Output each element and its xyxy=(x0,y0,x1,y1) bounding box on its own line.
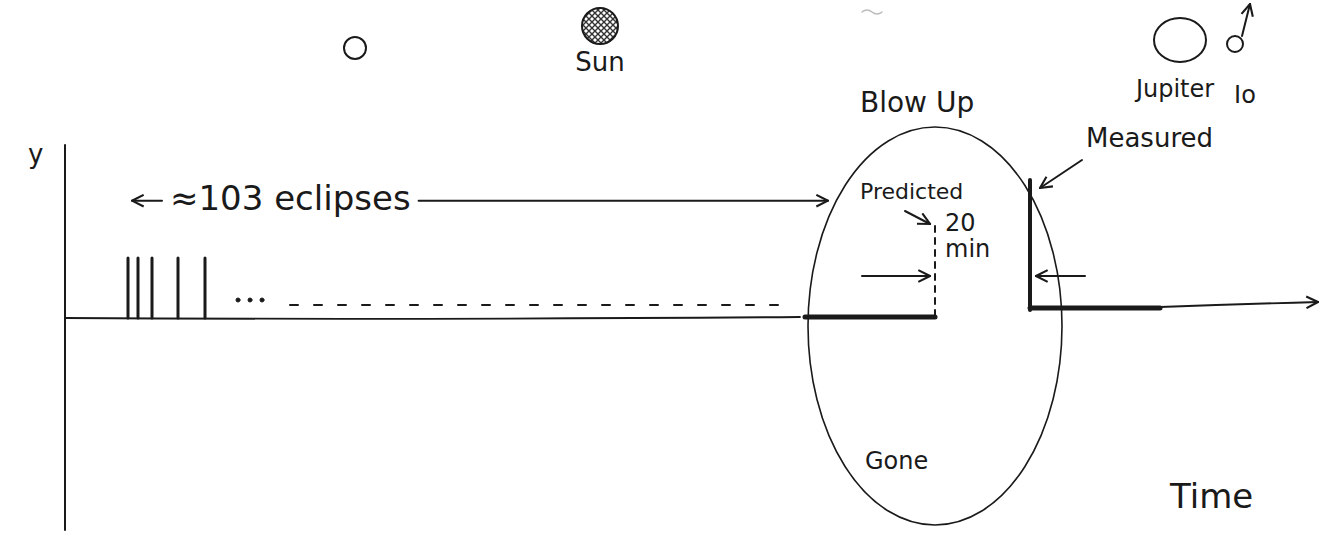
jupiter-symbol xyxy=(1154,18,1206,62)
gap-arrow-left xyxy=(862,275,930,277)
ellipsis-dot xyxy=(248,298,252,302)
predicted-line xyxy=(934,226,936,318)
predicted-pointer xyxy=(905,211,930,224)
sun-node: Sun xyxy=(568,4,632,84)
planet-label: Jupiter xyxy=(1118,76,1232,102)
delay-label: 20 min xyxy=(945,210,1007,263)
blow-up-outline xyxy=(808,127,1062,525)
blow-up-heading: Blow Up xyxy=(860,88,974,119)
io-node: Io xyxy=(1220,30,1270,115)
time-axis-arrow xyxy=(1160,302,1318,307)
dashed-continuation xyxy=(290,304,790,306)
y-axis xyxy=(64,145,66,530)
sun-symbol xyxy=(582,8,618,44)
planet-label: Sun xyxy=(568,48,632,77)
moon-label: Io xyxy=(1220,82,1270,108)
earth-circle xyxy=(344,37,366,59)
io-symbol xyxy=(1227,36,1243,52)
span-arrow xyxy=(419,200,828,202)
eclipse-count: ≈103 eclipses xyxy=(170,180,411,217)
blow-up-circle: Blow Up Predicted 20 minGone xyxy=(805,88,1065,528)
measured-label: Measured xyxy=(1086,124,1213,153)
faint-mark xyxy=(862,10,882,14)
span-arrow xyxy=(132,200,162,202)
blow-up-circle-outline xyxy=(805,88,1065,528)
ellipsis-dot xyxy=(236,298,240,302)
signal-after xyxy=(1030,306,1160,311)
measured-line xyxy=(1028,180,1032,310)
gap-arrow-right xyxy=(1036,275,1085,277)
signal-before xyxy=(805,315,935,320)
jupiter-node: Jupiter xyxy=(1118,12,1232,112)
eclipse-ticks xyxy=(128,258,205,318)
gone-label: Gone xyxy=(865,448,928,474)
axis-label: y xyxy=(28,140,43,169)
axis-label: Time xyxy=(1170,478,1253,515)
predicted-label: Predicted xyxy=(860,180,963,204)
io-orbit-arrow xyxy=(1242,4,1250,36)
measured-pointer xyxy=(1040,160,1082,188)
ellipsis-dot xyxy=(260,298,264,302)
time-axis xyxy=(65,317,800,319)
